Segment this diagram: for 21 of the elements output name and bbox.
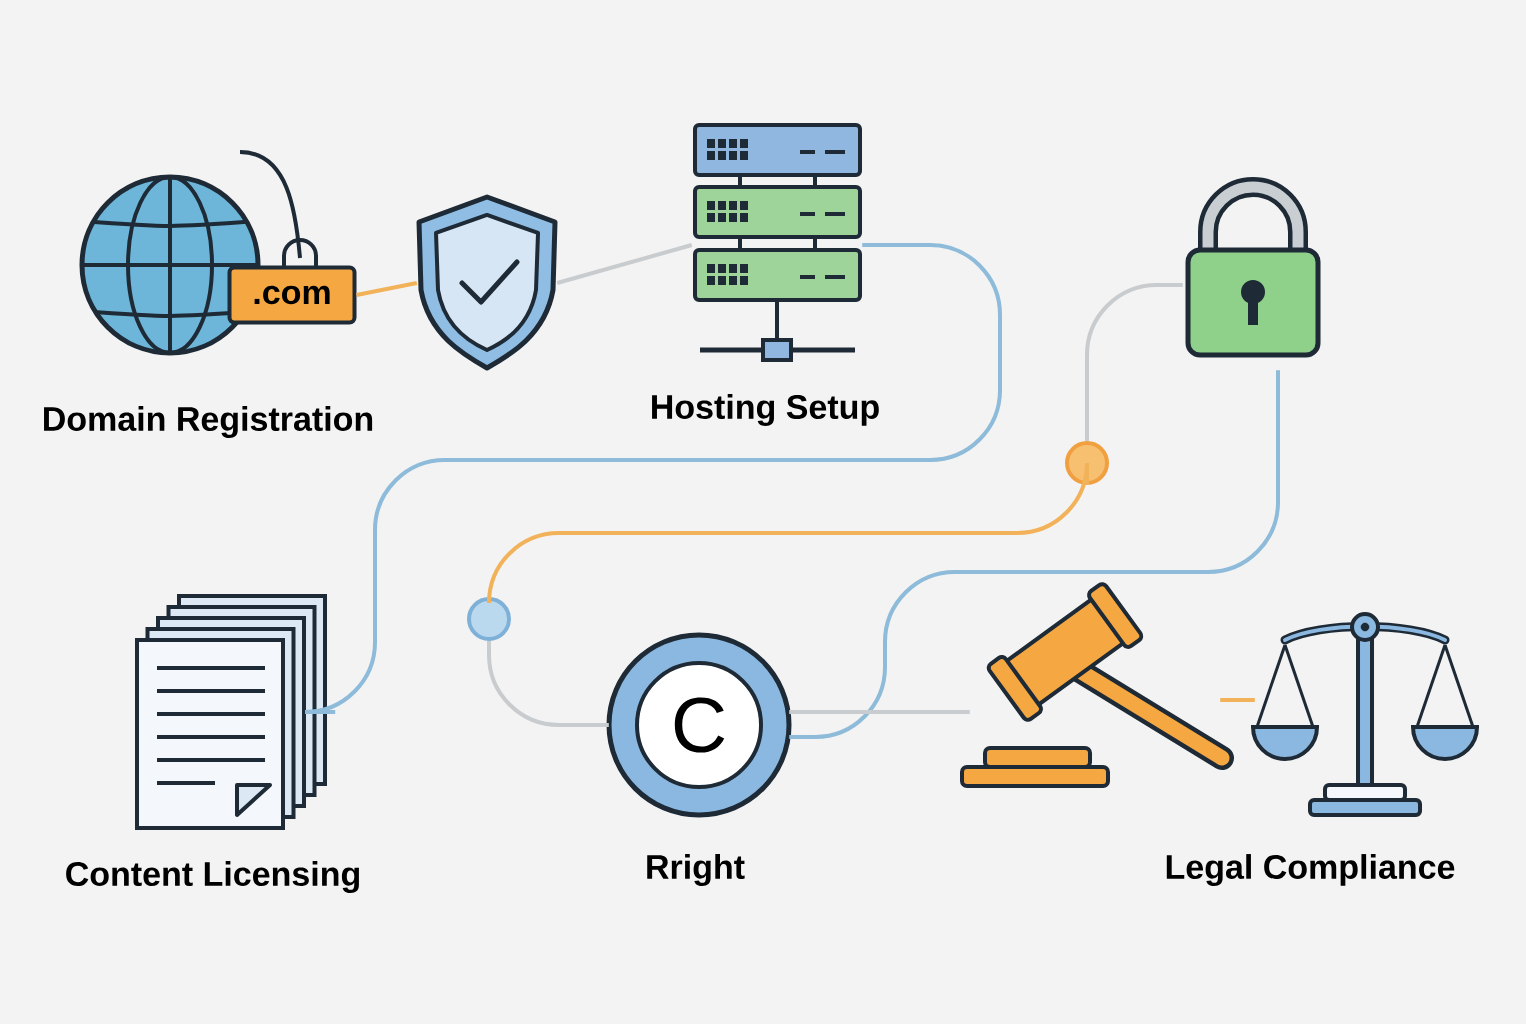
domain-tag: .com	[227, 238, 357, 325]
icon-caption: Hosting Setup	[652, 394, 879, 426]
padlock-icon	[1185, 177, 1321, 358]
connector-line	[1220, 698, 1255, 702]
connector-line	[789, 710, 970, 714]
gavel-icon	[960, 582, 1234, 788]
connector-line	[789, 370, 1280, 739]
scales-icon	[1251, 612, 1479, 817]
icon-caption: Legal Compliance	[1166, 854, 1455, 886]
documents-icon	[135, 594, 327, 830]
icon-caption: Content Licensing	[66, 861, 359, 893]
icon-caption: Domain Registration	[44, 406, 373, 438]
connector-line	[556, 243, 693, 285]
connector-line	[356, 281, 418, 297]
shield-icon	[416, 194, 558, 371]
server-icon	[693, 123, 862, 362]
connector-line	[487, 461, 1089, 605]
connector-line	[487, 641, 609, 727]
connector-line	[1085, 283, 1183, 441]
connector-line	[303, 243, 1002, 714]
icon-caption: Rright	[647, 854, 745, 886]
